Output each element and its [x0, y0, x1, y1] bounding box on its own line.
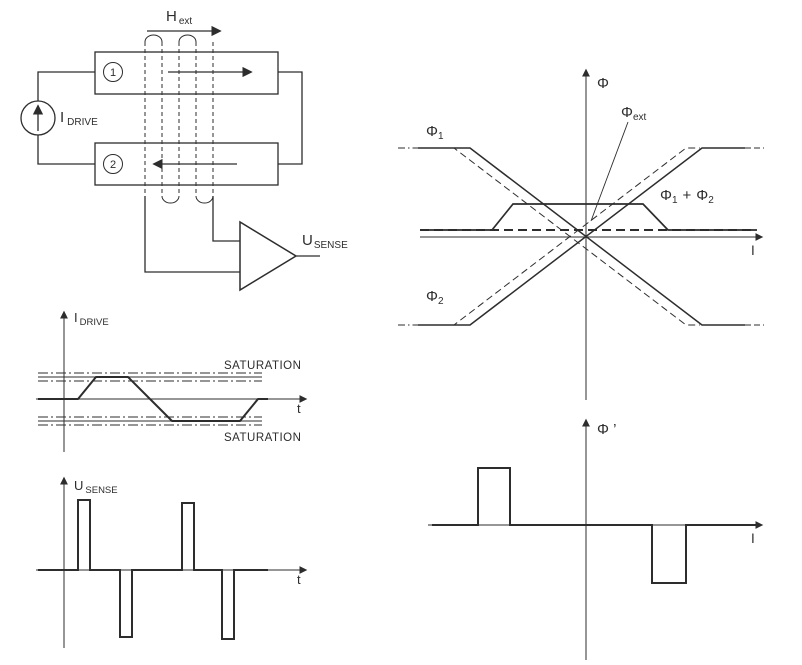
- sense-voltage-waveform: [38, 499, 268, 640]
- phi-ext-label: Φext: [621, 104, 647, 123]
- winding-lead-lower: [144, 196, 240, 273]
- sense-winding: [144, 34, 240, 273]
- saturation-upper-label: SATURATION: [224, 360, 301, 372]
- drive-x-axis-label: t: [297, 401, 301, 416]
- winding-bottom-arc: [161, 195, 180, 204]
- amplifier-triangle: [239, 220, 298, 292]
- u-sense-label: USENSE: [302, 232, 348, 251]
- phi2-label: Φ2: [426, 288, 444, 307]
- phi-ext-leader-line: [590, 121, 629, 222]
- flux-derivative-waveform: [432, 467, 756, 584]
- wire-core1-to-core2: [278, 71, 303, 165]
- flux-vs-current-chart: Φ I Φ1 Φ2 Φext Φ1+Φ2: [398, 68, 764, 400]
- derivative-y-axis-label: Φ ’: [597, 421, 616, 438]
- phi2-curve-shifted-dashed: [440, 147, 700, 326]
- core-1-number-circle: [103, 62, 123, 82]
- phi1-plus-phi2-label: Φ1+Φ2: [660, 187, 714, 206]
- phi1-label: Φ1: [426, 123, 444, 142]
- flux-y-axis-label: Φ: [597, 75, 609, 92]
- core-1-number: 1: [110, 67, 116, 79]
- wire-source-to-core2: [37, 135, 95, 165]
- winding-bottom-arc: [195, 195, 214, 204]
- sense-x-axis-label: t: [297, 572, 301, 587]
- core-2-number-circle: [103, 154, 123, 174]
- winding-lead-upper: [212, 196, 240, 242]
- flux-x-axis-label: I: [751, 243, 755, 258]
- winding-top-arc: [178, 34, 197, 43]
- drive-current-waveform: [38, 376, 268, 422]
- saturation-band-upper: [38, 372, 262, 382]
- derivative-x-axis-label: I: [751, 531, 755, 546]
- sum-flux-curve-solid: [424, 203, 757, 231]
- winding-top-arc: [144, 34, 163, 43]
- saturation-lower-label: SATURATION: [224, 432, 301, 444]
- core-1-bar: [94, 51, 279, 95]
- wire-source-to-core1: [37, 71, 95, 101]
- flux-derivative-chart: Φ ’ I: [428, 418, 764, 660]
- core-2-number: 2: [110, 159, 116, 171]
